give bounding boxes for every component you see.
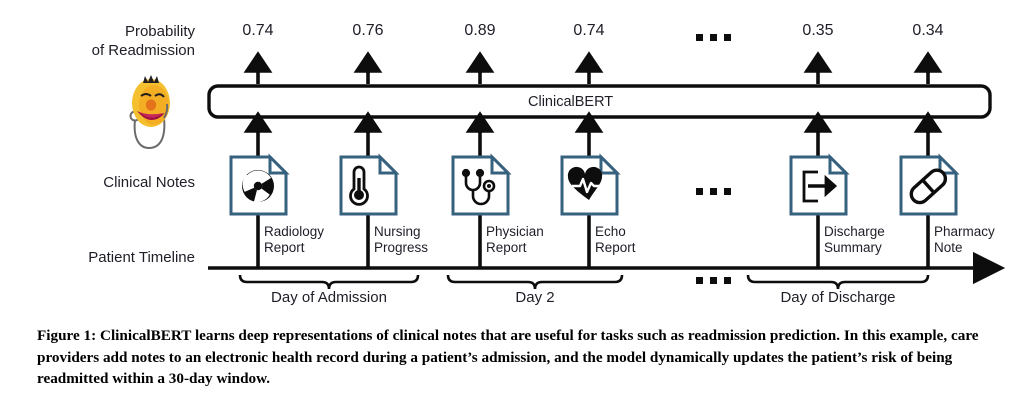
probability-value-echo: 0.74 [573, 22, 605, 39]
notes-row-ellipsis [696, 182, 738, 200]
row-label-clinical-notes: Clinical Notes [103, 174, 195, 191]
note-label-echo: Echo Report [595, 224, 636, 255]
figure-caption: Figure 1: ClinicalBERT learns deep repre… [37, 327, 979, 387]
brace-day2 [446, 274, 624, 290]
note-label-nursing: Nursing Progress [374, 224, 429, 255]
brace-admission [238, 274, 420, 290]
clinicalbert-label: ClinicalBERT [528, 94, 614, 110]
day-group-label-discharge: Day of Discharge [780, 289, 896, 306]
pill-icon [909, 168, 948, 205]
timeline-row-ellipsis [696, 271, 738, 289]
day-group-label-admission: Day of Admission [271, 289, 387, 306]
note-card-physician[interactable] [451, 153, 512, 216]
thermometer-icon [349, 165, 369, 206]
note-card-discharge[interactable] [789, 153, 850, 216]
note-card-pharmacy[interactable] [899, 153, 960, 216]
day-group-label-day2: Day 2 [515, 289, 555, 306]
stethoscope-icon [461, 168, 496, 206]
note-label-radiology: Radiology Report [264, 224, 325, 255]
probability-value-physician: 0.89 [464, 22, 496, 39]
probability-value-discharge: 0.35 [802, 22, 834, 39]
row-label-patient-timeline: Patient Timeline [88, 249, 195, 266]
radiology-icon [242, 170, 274, 203]
probability-value-pharmacy: 0.34 [912, 22, 944, 39]
brace-discharge [746, 274, 930, 290]
note-label-discharge: Discharge Summary [824, 224, 885, 255]
probability-value-nursing: 0.76 [352, 22, 384, 39]
probability-value-radiology: 0.74 [242, 22, 274, 39]
heart-pulse-icon [567, 166, 603, 200]
note-card-nursing[interactable] [339, 153, 400, 216]
note-card-echo[interactable] [560, 153, 621, 216]
note-label-physician: Physician Report [486, 224, 544, 255]
exit-arrow-icon [802, 170, 838, 203]
note-card-radiology[interactable] [229, 153, 290, 216]
note-label-pharmacy: Pharmacy Note [934, 224, 995, 255]
row-label-probability: Probability of Readmission [91, 23, 195, 59]
probability-row-ellipsis [696, 28, 738, 46]
